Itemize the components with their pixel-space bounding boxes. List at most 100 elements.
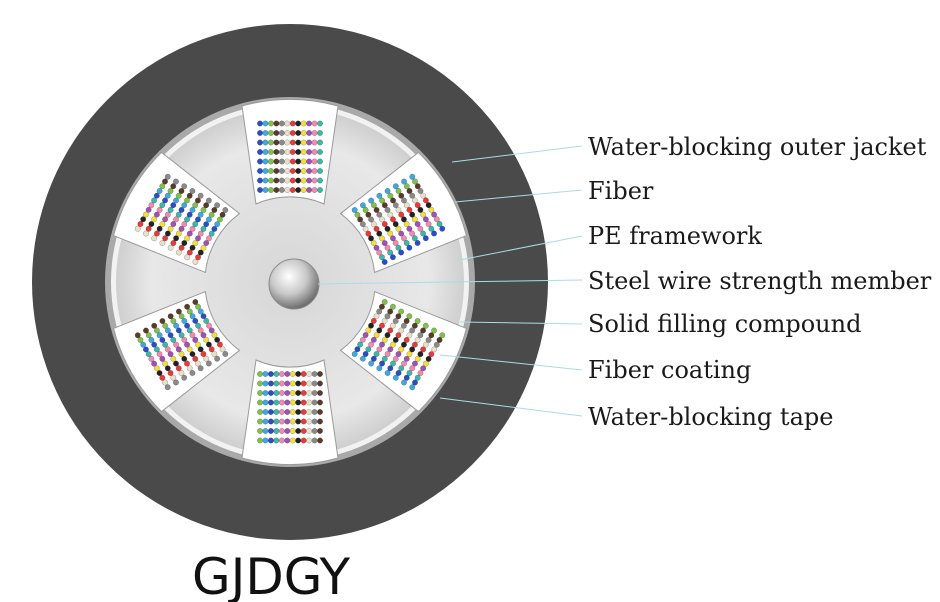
fiber: [406, 351, 413, 358]
fiber: [306, 168, 313, 174]
fiber: [262, 428, 269, 434]
fiber: [151, 360, 158, 367]
fiber: [278, 187, 285, 193]
fiber: [384, 351, 391, 358]
fiber: [181, 202, 188, 209]
fiber: [403, 183, 410, 190]
fiber: [153, 327, 160, 334]
fiber: [406, 332, 413, 339]
fiber: [406, 244, 413, 251]
fiber: [211, 225, 218, 232]
fiber: [395, 188, 402, 194]
fiber: [317, 139, 323, 146]
fiber: [362, 351, 369, 357]
fiber: [164, 346, 171, 353]
fiber: [289, 399, 296, 406]
fiber: [295, 130, 302, 136]
fiber: [311, 177, 318, 184]
fiber: [398, 327, 405, 334]
fiber: [387, 308, 394, 315]
fiber: [300, 399, 307, 406]
fiber: [186, 230, 193, 237]
fiber: [392, 202, 399, 209]
fiber: [184, 197, 190, 204]
fiber: [267, 371, 274, 377]
fiber: [439, 332, 446, 339]
fiber: [189, 188, 196, 194]
fiber: [295, 428, 302, 434]
fiber: [384, 332, 391, 339]
fiber: [153, 211, 160, 218]
fiber: [273, 409, 280, 415]
fiber: [178, 370, 185, 376]
fiber: [200, 225, 207, 232]
fiber: [186, 346, 193, 353]
fiber: [284, 390, 291, 396]
fiber: [300, 437, 307, 444]
fiber: [376, 346, 383, 353]
fiber: [192, 317, 199, 324]
fiber: [311, 168, 318, 174]
fiber: [284, 437, 291, 444]
fiber: [156, 206, 163, 213]
fiber: [387, 249, 394, 256]
fiber: [267, 168, 274, 174]
fiber: [306, 437, 313, 444]
fiber: [189, 225, 196, 232]
fiber: [257, 409, 263, 415]
fiber: [306, 177, 313, 184]
fiber: [175, 365, 182, 372]
fiber: [390, 360, 396, 367]
fiber: [262, 390, 269, 396]
fiber: [257, 158, 263, 165]
fiber: [284, 120, 291, 127]
fiber: [148, 221, 155, 227]
fiber: [389, 254, 396, 261]
fiber: [300, 149, 307, 155]
fiber: [400, 216, 407, 223]
fiber: [184, 235, 191, 242]
fiber: [195, 322, 201, 329]
fiber: [267, 390, 274, 396]
fiber: [425, 337, 432, 343]
fiber: [411, 341, 418, 348]
fiber: [170, 336, 177, 343]
fiber: [186, 192, 193, 199]
fiber: [186, 308, 193, 315]
fiber: [411, 197, 418, 204]
fiber: [381, 355, 388, 362]
fiber: [354, 211, 361, 218]
fiber: [351, 207, 358, 213]
fiber: [278, 139, 285, 146]
leader-filling: [459, 321, 583, 325]
fiber: [401, 379, 407, 386]
fiber: [203, 317, 210, 324]
fiber: [262, 409, 269, 415]
fiber: [387, 192, 394, 199]
fiber: [370, 240, 377, 247]
fiber: [300, 409, 307, 415]
fiber: [357, 341, 364, 348]
fiber: [192, 221, 199, 228]
fiber: [148, 355, 155, 362]
fiber: [273, 177, 280, 184]
fiber: [390, 197, 396, 204]
fiber: [153, 365, 160, 372]
fiber: [267, 418, 274, 425]
steel-wire-strength-member: [268, 258, 320, 310]
fiber: [431, 230, 437, 237]
fiber: [411, 216, 418, 223]
fiber: [403, 221, 410, 228]
fiber: [306, 428, 313, 434]
fiber: [156, 187, 163, 194]
fiber: [365, 230, 372, 237]
fiber: [357, 216, 364, 223]
fiber: [273, 437, 280, 444]
fiber: [395, 351, 402, 358]
fiber: [262, 399, 269, 406]
fiber: [159, 355, 166, 362]
fiber: [216, 341, 223, 348]
fiber: [306, 399, 313, 406]
fiber: [373, 351, 380, 357]
fiber: [306, 418, 313, 425]
